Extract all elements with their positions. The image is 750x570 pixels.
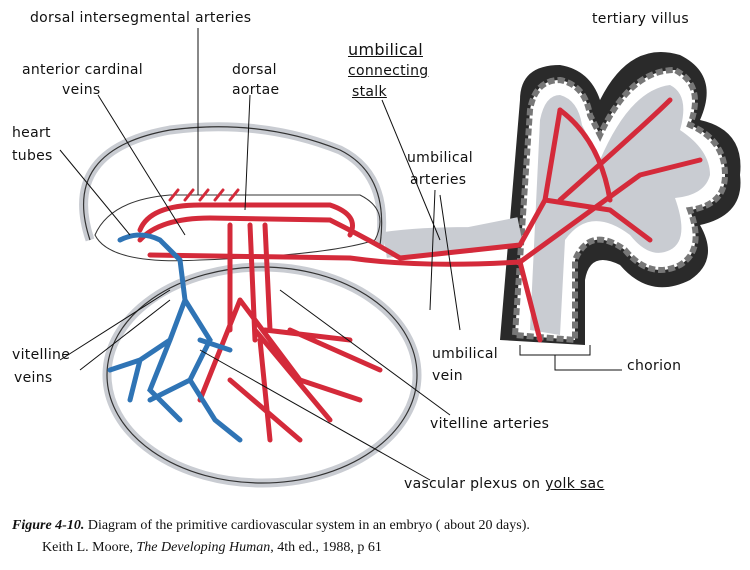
figure-caption: Figure 4-10. Diagram of the primitive ca… (12, 518, 530, 534)
label-stalk: stalk (352, 84, 387, 100)
label-dorsal: dorsal (232, 62, 277, 78)
label-yolk-sac: yolk sac (545, 476, 605, 492)
figure-number: Figure 4-10. (12, 518, 85, 533)
leader-lines (59, 28, 622, 481)
veins (107, 232, 243, 443)
label-dorsal-intersegmental-arteries: dorsal intersegmental arteries (30, 10, 252, 26)
label-arteries: arteries (410, 172, 467, 188)
label-chorion: chorion (627, 358, 682, 374)
chorionic-villus (500, 52, 741, 345)
label-vein: vein (432, 368, 463, 384)
label-anterior-cardinal: anterior cardinal (22, 62, 143, 78)
label-vitelline-veins: veins (14, 370, 53, 386)
label-heart: heart (12, 125, 51, 141)
figure-citation: Keith L. Moore, The Developing Human, 4t… (42, 540, 382, 556)
label-tertiary-villus: tertiary villus (592, 11, 689, 27)
caption-text: Diagram of the primitive cardiovascular … (84, 518, 530, 533)
label-umbilical-arteries: umbilical (407, 150, 473, 166)
label-umbilical-vein: umbilical (432, 346, 498, 362)
citation-edition: , 4th ed., 1988, p 61 (270, 540, 382, 555)
embryo-outline (79, 122, 523, 488)
label-vitelline-arteries: vitelline arteries (430, 416, 550, 432)
label-tubes: tubes (12, 148, 53, 164)
citation-book: The Developing Human (136, 540, 271, 555)
label-vascular-plexus: vascular plexus on yolk sac (404, 476, 604, 492)
label-connecting: connecting (348, 63, 429, 79)
label-vitelline: vitelline (12, 347, 71, 363)
arteries (137, 97, 703, 443)
citation-author: Keith L. Moore, (42, 540, 137, 555)
label-aortae: aortae (232, 82, 280, 98)
label-vascular-plexus-text: vascular plexus on (404, 476, 541, 492)
label-anterior-cardinal-veins: veins (62, 82, 101, 98)
label-umbilical-stalk: umbilical (348, 40, 423, 59)
